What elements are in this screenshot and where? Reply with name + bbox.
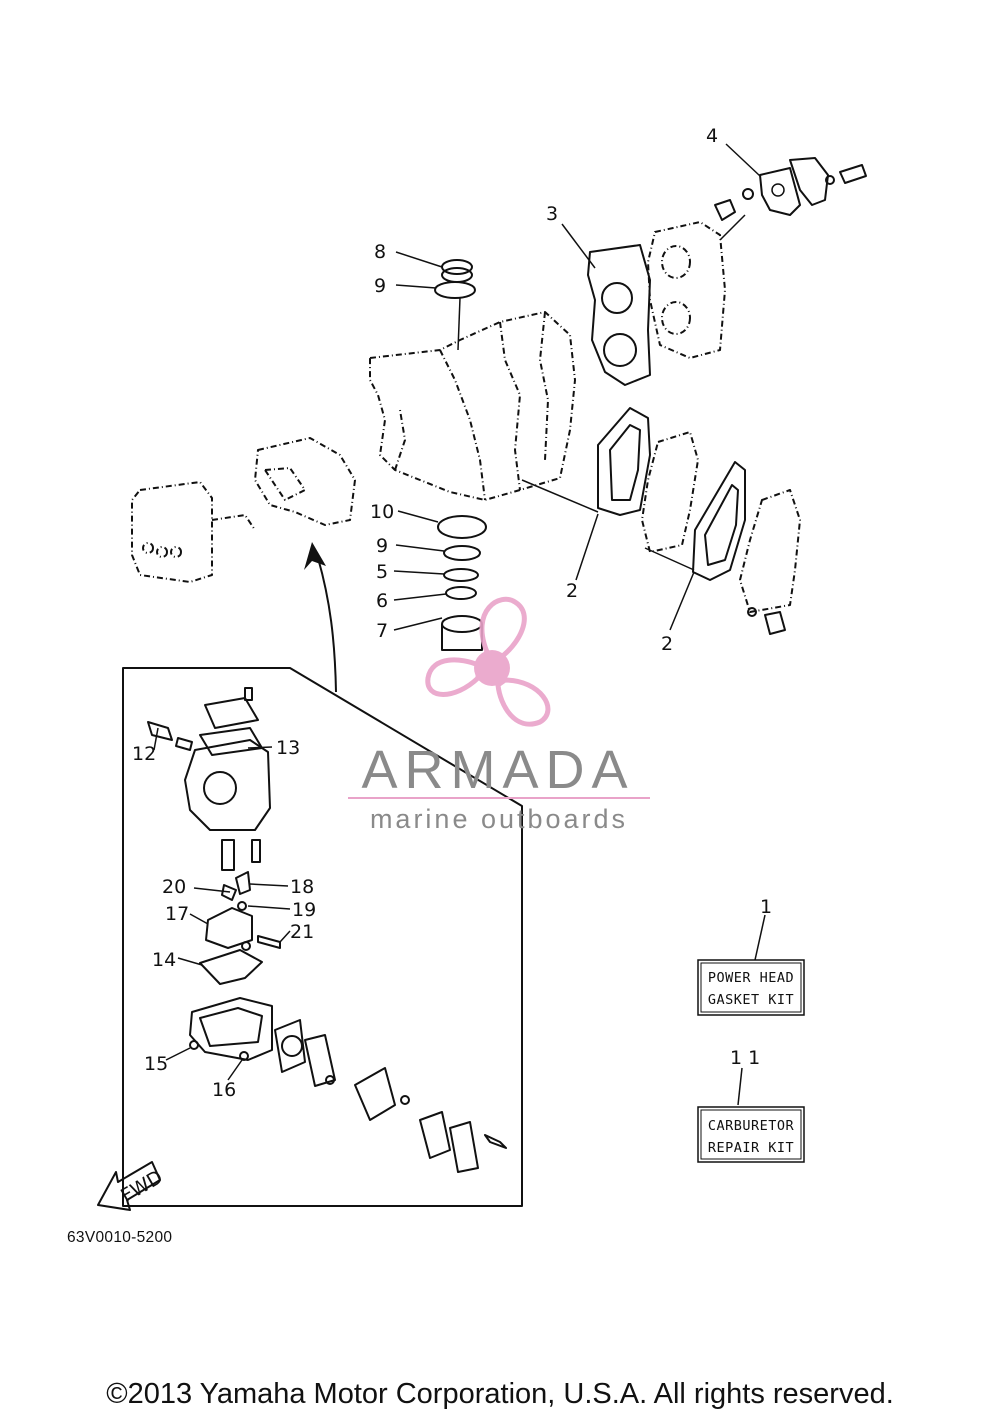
callout-21: 21 bbox=[290, 921, 314, 943]
callout-15: 15 bbox=[144, 1053, 168, 1075]
callout-18: 18 bbox=[290, 876, 314, 898]
carburetor-repair-kit-box: CARBURETOR REPAIR KIT bbox=[697, 1106, 805, 1163]
lower-bearing-seal-stack bbox=[437, 515, 487, 651]
carburetor-kit-line1: CARBURETOR bbox=[708, 1118, 795, 1134]
callout-14: 14 bbox=[152, 949, 176, 971]
power-head-kit-line1: POWER HEAD bbox=[708, 970, 794, 986]
callout-12: 12 bbox=[132, 743, 156, 765]
callout-labels: 4 3 8 9 10 9 5 6 7 2 2 12 13 20 18 17 19… bbox=[132, 125, 772, 1101]
callout-9-lower: 9 bbox=[376, 535, 388, 557]
callout-6: 6 bbox=[376, 590, 388, 612]
upper-oil-seal bbox=[434, 259, 476, 299]
thermostat-cover-gasket bbox=[714, 157, 867, 221]
float-chamber-gasket bbox=[199, 949, 263, 985]
cylinder-block-outline bbox=[369, 311, 576, 501]
callout-4: 4 bbox=[706, 125, 718, 147]
leader-lines bbox=[153, 143, 766, 1106]
cylinder-head-outline bbox=[647, 221, 726, 359]
exhaust-cover-upper-outline bbox=[641, 431, 699, 553]
propeller-icon bbox=[425, 596, 551, 727]
exhaust-bolt bbox=[747, 607, 786, 635]
callout-2-upper: 2 bbox=[566, 580, 578, 602]
fwd-label: FWD bbox=[117, 1166, 166, 1207]
watermark-tagline: marine outboards bbox=[370, 804, 628, 834]
carburetor-outline bbox=[254, 437, 356, 526]
cylinder-head-gasket bbox=[587, 244, 651, 386]
carburetor-detail-frame bbox=[122, 667, 523, 1207]
callout-17: 17 bbox=[165, 903, 189, 925]
callout-5: 5 bbox=[376, 561, 388, 583]
copyright-notice: ©2013 Yamaha Motor Corporation, U.S.A. A… bbox=[106, 1378, 894, 1410]
watermark-brand: ARMADA bbox=[361, 740, 634, 800]
callout-9-upper: 9 bbox=[374, 275, 386, 297]
armada-watermark: ARMADA marine outboards bbox=[348, 596, 650, 834]
callout-11: 11 bbox=[730, 1047, 766, 1069]
carburetor-jets bbox=[221, 839, 261, 911]
forward-direction-arrow: FWD bbox=[97, 1161, 167, 1211]
float-chamber bbox=[189, 997, 273, 1061]
callout-19: 19 bbox=[292, 899, 316, 921]
callout-8: 8 bbox=[374, 241, 386, 263]
callout-7: 7 bbox=[376, 620, 388, 642]
carburetor-body bbox=[147, 687, 271, 831]
callout-10: 10 bbox=[370, 501, 394, 523]
callout-3: 3 bbox=[546, 203, 558, 225]
diagram-code: 63V0010-5200 bbox=[67, 1229, 173, 1246]
callout-13: 13 bbox=[276, 737, 300, 759]
power-head-kit-line2: GASKET KIT bbox=[708, 992, 794, 1008]
intake-silencer-outline bbox=[131, 481, 256, 583]
float-assembly bbox=[205, 907, 281, 951]
callout-16: 16 bbox=[212, 1079, 236, 1101]
carburetor-kit-line2: REPAIR KIT bbox=[708, 1140, 794, 1156]
exhaust-cover-gasket-upper bbox=[597, 407, 651, 516]
callout-20: 20 bbox=[162, 876, 186, 898]
exhaust-cover-gasket-lower bbox=[692, 461, 746, 581]
power-head-gasket-kit-box: POWER HEAD GASKET KIT bbox=[697, 959, 805, 1016]
exhaust-cover-lower-outline bbox=[739, 489, 801, 613]
callout-1: 1 bbox=[760, 896, 772, 918]
callout-2-lower: 2 bbox=[661, 633, 673, 655]
reference-arrow bbox=[304, 542, 337, 693]
fuel-pump-parts bbox=[274, 1019, 507, 1173]
